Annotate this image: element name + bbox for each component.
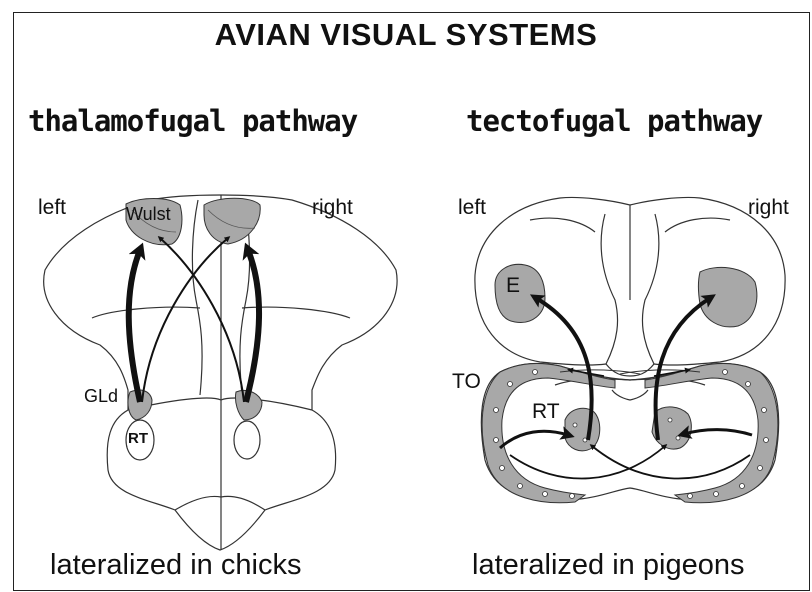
e-right-region <box>699 267 757 326</box>
tectofugal-right-label: right <box>748 196 789 220</box>
wulst-right-region <box>204 198 260 244</box>
thick-arrow-right <box>246 250 259 402</box>
tectofugal-brain <box>475 197 785 501</box>
thalamofugal-brain <box>44 195 397 550</box>
thalamofugal-arrows <box>129 238 259 402</box>
gld-label: GLd <box>84 386 118 407</box>
e-label: E <box>506 274 520 298</box>
tectofugal-arrows <box>500 298 752 478</box>
tectofugal-left-label: left <box>458 196 486 220</box>
rt-left-region <box>565 408 600 451</box>
thalamofugal-caption: lateralized in chicks <box>50 549 301 582</box>
thalamofugal-left-label: left <box>38 196 66 220</box>
wulst-label: Wulst <box>126 204 171 225</box>
to-dots <box>494 370 769 499</box>
rt-left-label: RT <box>128 430 148 447</box>
to-label: TO <box>452 370 481 394</box>
thick-arrow-left <box>129 250 140 402</box>
arrow-to-to-rt-left <box>500 431 568 448</box>
rt-right-label: RT <box>532 400 560 424</box>
tectofugal-regions <box>482 264 778 502</box>
arrow-to-to-rt-right <box>684 430 752 435</box>
tectofugal-caption: lateralized in pigeons <box>472 549 744 582</box>
thalamofugal-right-label: right <box>312 196 353 220</box>
